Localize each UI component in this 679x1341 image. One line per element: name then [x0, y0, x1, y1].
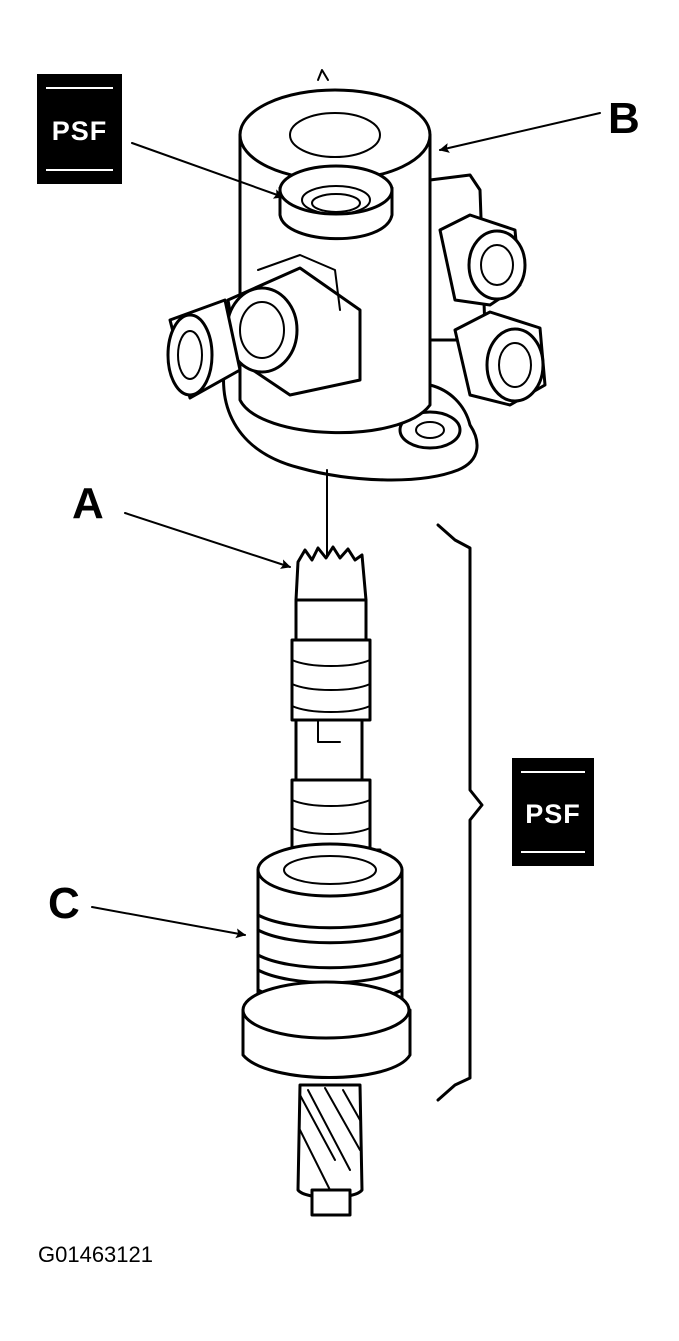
grouping-bracket: [436, 523, 484, 1102]
psf-badge-side: PSF: [512, 758, 594, 866]
valve-body: [166, 69, 547, 482]
psf-badge-top: PSF: [37, 74, 122, 184]
figure-id: G01463121: [38, 1242, 153, 1267]
psf-badge-side-text: PSF: [525, 799, 581, 829]
pinion-shaft: [241, 469, 412, 1217]
label-c: C: [48, 879, 80, 928]
label-a: A: [72, 479, 104, 528]
label-b: B: [608, 94, 640, 143]
psf-badge-top-text: PSF: [52, 116, 108, 146]
leader-arrows: [91, 112, 601, 939]
